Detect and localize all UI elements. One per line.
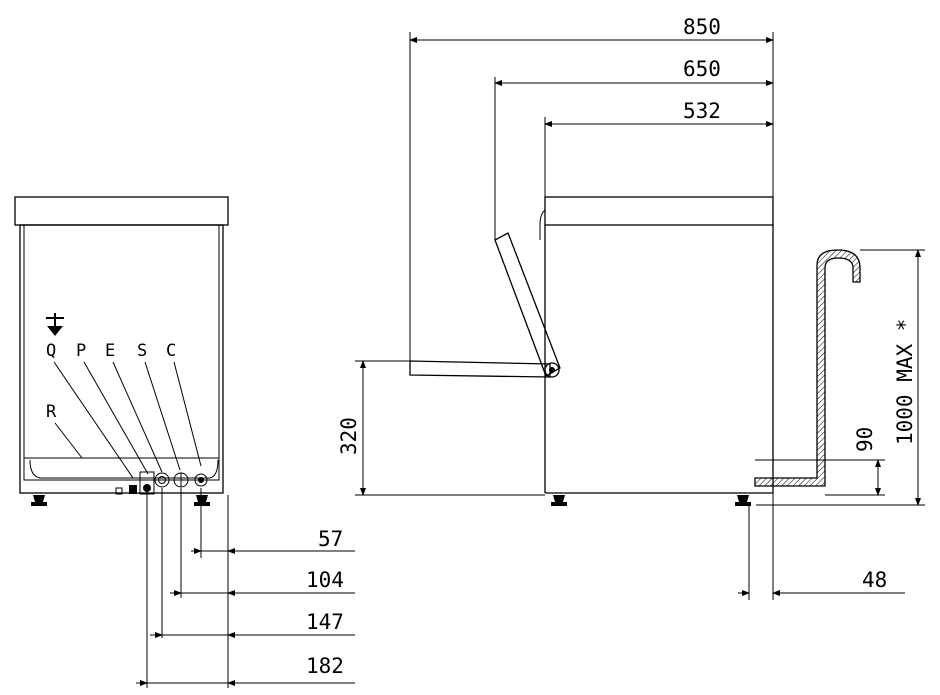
label-q: Q bbox=[46, 341, 56, 361]
label-s: S bbox=[137, 341, 147, 361]
dim-drain-height: 90 bbox=[853, 427, 877, 452]
dim-drain-max: 1000 MAX * bbox=[893, 319, 917, 445]
side-vertical-dimensions: 320 90 1000 MAX * 48 bbox=[337, 249, 925, 600]
door-arm bbox=[494, 232, 561, 377]
label-c: C bbox=[166, 341, 176, 361]
front-top-panel bbox=[14, 196, 229, 226]
front-foot-left bbox=[33, 495, 45, 502]
dim-body-depth: 532 bbox=[683, 99, 721, 123]
dim-conn-c: 57 bbox=[318, 527, 343, 551]
side-view bbox=[409, 196, 861, 506]
dim-drain-offset: 48 bbox=[862, 568, 887, 592]
arrow-down-drain-icon bbox=[46, 313, 64, 336]
front-foot-right bbox=[196, 495, 208, 502]
door-hinge bbox=[544, 362, 560, 378]
side-foot-left bbox=[553, 495, 565, 502]
label-r: R bbox=[46, 402, 57, 422]
side-foot-right bbox=[737, 495, 749, 502]
connector-p bbox=[143, 484, 151, 492]
label-p: P bbox=[76, 341, 86, 361]
connector-q bbox=[129, 485, 137, 494]
front-dimensions: 57 104 147 182 bbox=[136, 488, 355, 688]
front-view: Q P E S C R bbox=[14, 196, 229, 506]
side-top-panel bbox=[544, 196, 774, 226]
side-horizontal-dimensions: 850 650 532 bbox=[409, 15, 774, 361]
dim-conn-e: 147 bbox=[306, 610, 344, 634]
dim-door-depth: 650 bbox=[683, 57, 721, 81]
label-e: E bbox=[105, 341, 115, 361]
connector-e bbox=[154, 472, 170, 488]
leader-lines bbox=[53, 361, 202, 479]
dim-total-depth: 850 bbox=[683, 15, 721, 39]
dim-conn-p: 182 bbox=[306, 654, 344, 678]
dim-conn-s: 104 bbox=[306, 568, 344, 592]
dim-door-height: 320 bbox=[337, 417, 361, 455]
door-open-panel bbox=[409, 360, 551, 378]
front-base-plinth bbox=[23, 457, 220, 481]
drain-pipe bbox=[754, 249, 861, 487]
